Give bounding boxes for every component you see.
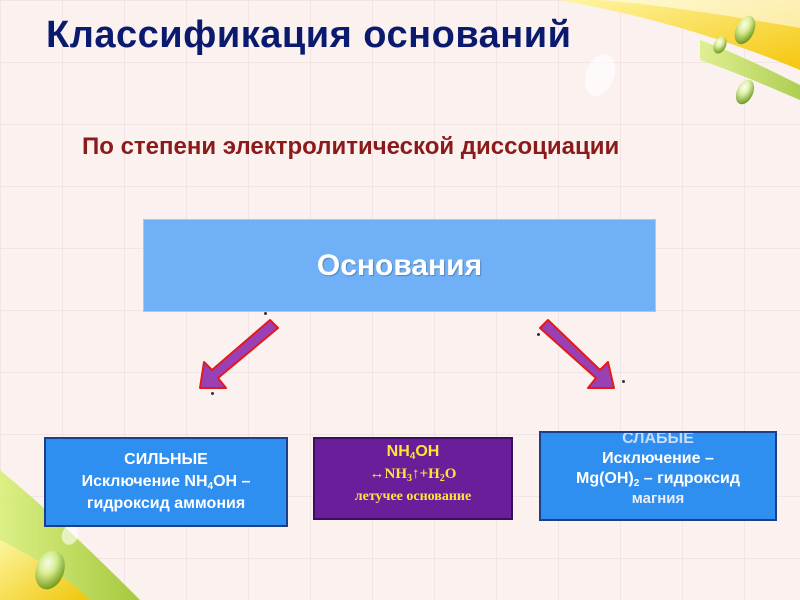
dot-marker [537,333,540,336]
arrow-right [539,319,615,389]
slide-subtitle: По степени электролитической диссоциации [82,133,620,160]
weak-exception: Исключение – [602,450,714,467]
dot-marker [622,380,625,383]
node-ammonium-hydroxide: NH4OH ↔NH3↑+H2O летучее основание [313,437,513,520]
node-weak-bases: СЛАБЫЕ Исключение – Mg(OH)2 – гидроксид … [539,431,777,521]
strong-exception: Исключение NH4OH – [81,473,251,492]
volatile-base-label: летучее основание [354,489,472,504]
dot-marker [264,312,267,315]
dot-marker [211,392,214,395]
slide-title: Классификация оснований [46,14,572,56]
weak-title: СЛАБЫЕ [622,431,694,447]
nh4oh-formula: NH4OH [386,443,440,462]
strong-exception-name: гидроксид аммония [86,495,246,512]
weak-exception-formula: Mg(OH)2 – гидроксид [575,470,740,489]
root-node-bases: Основания [143,219,656,312]
node-strong-bases: СИЛЬНЫЕ Исключение NH4OH – гидроксид амм… [44,437,288,527]
arrow-left [199,319,279,389]
weak-exception-name: магния [631,490,685,507]
strong-title: СИЛЬНЫЕ [124,451,208,468]
root-node-label: Основания [316,248,483,282]
decomposition-equation: ↔NH3↑+H2O [369,466,457,484]
